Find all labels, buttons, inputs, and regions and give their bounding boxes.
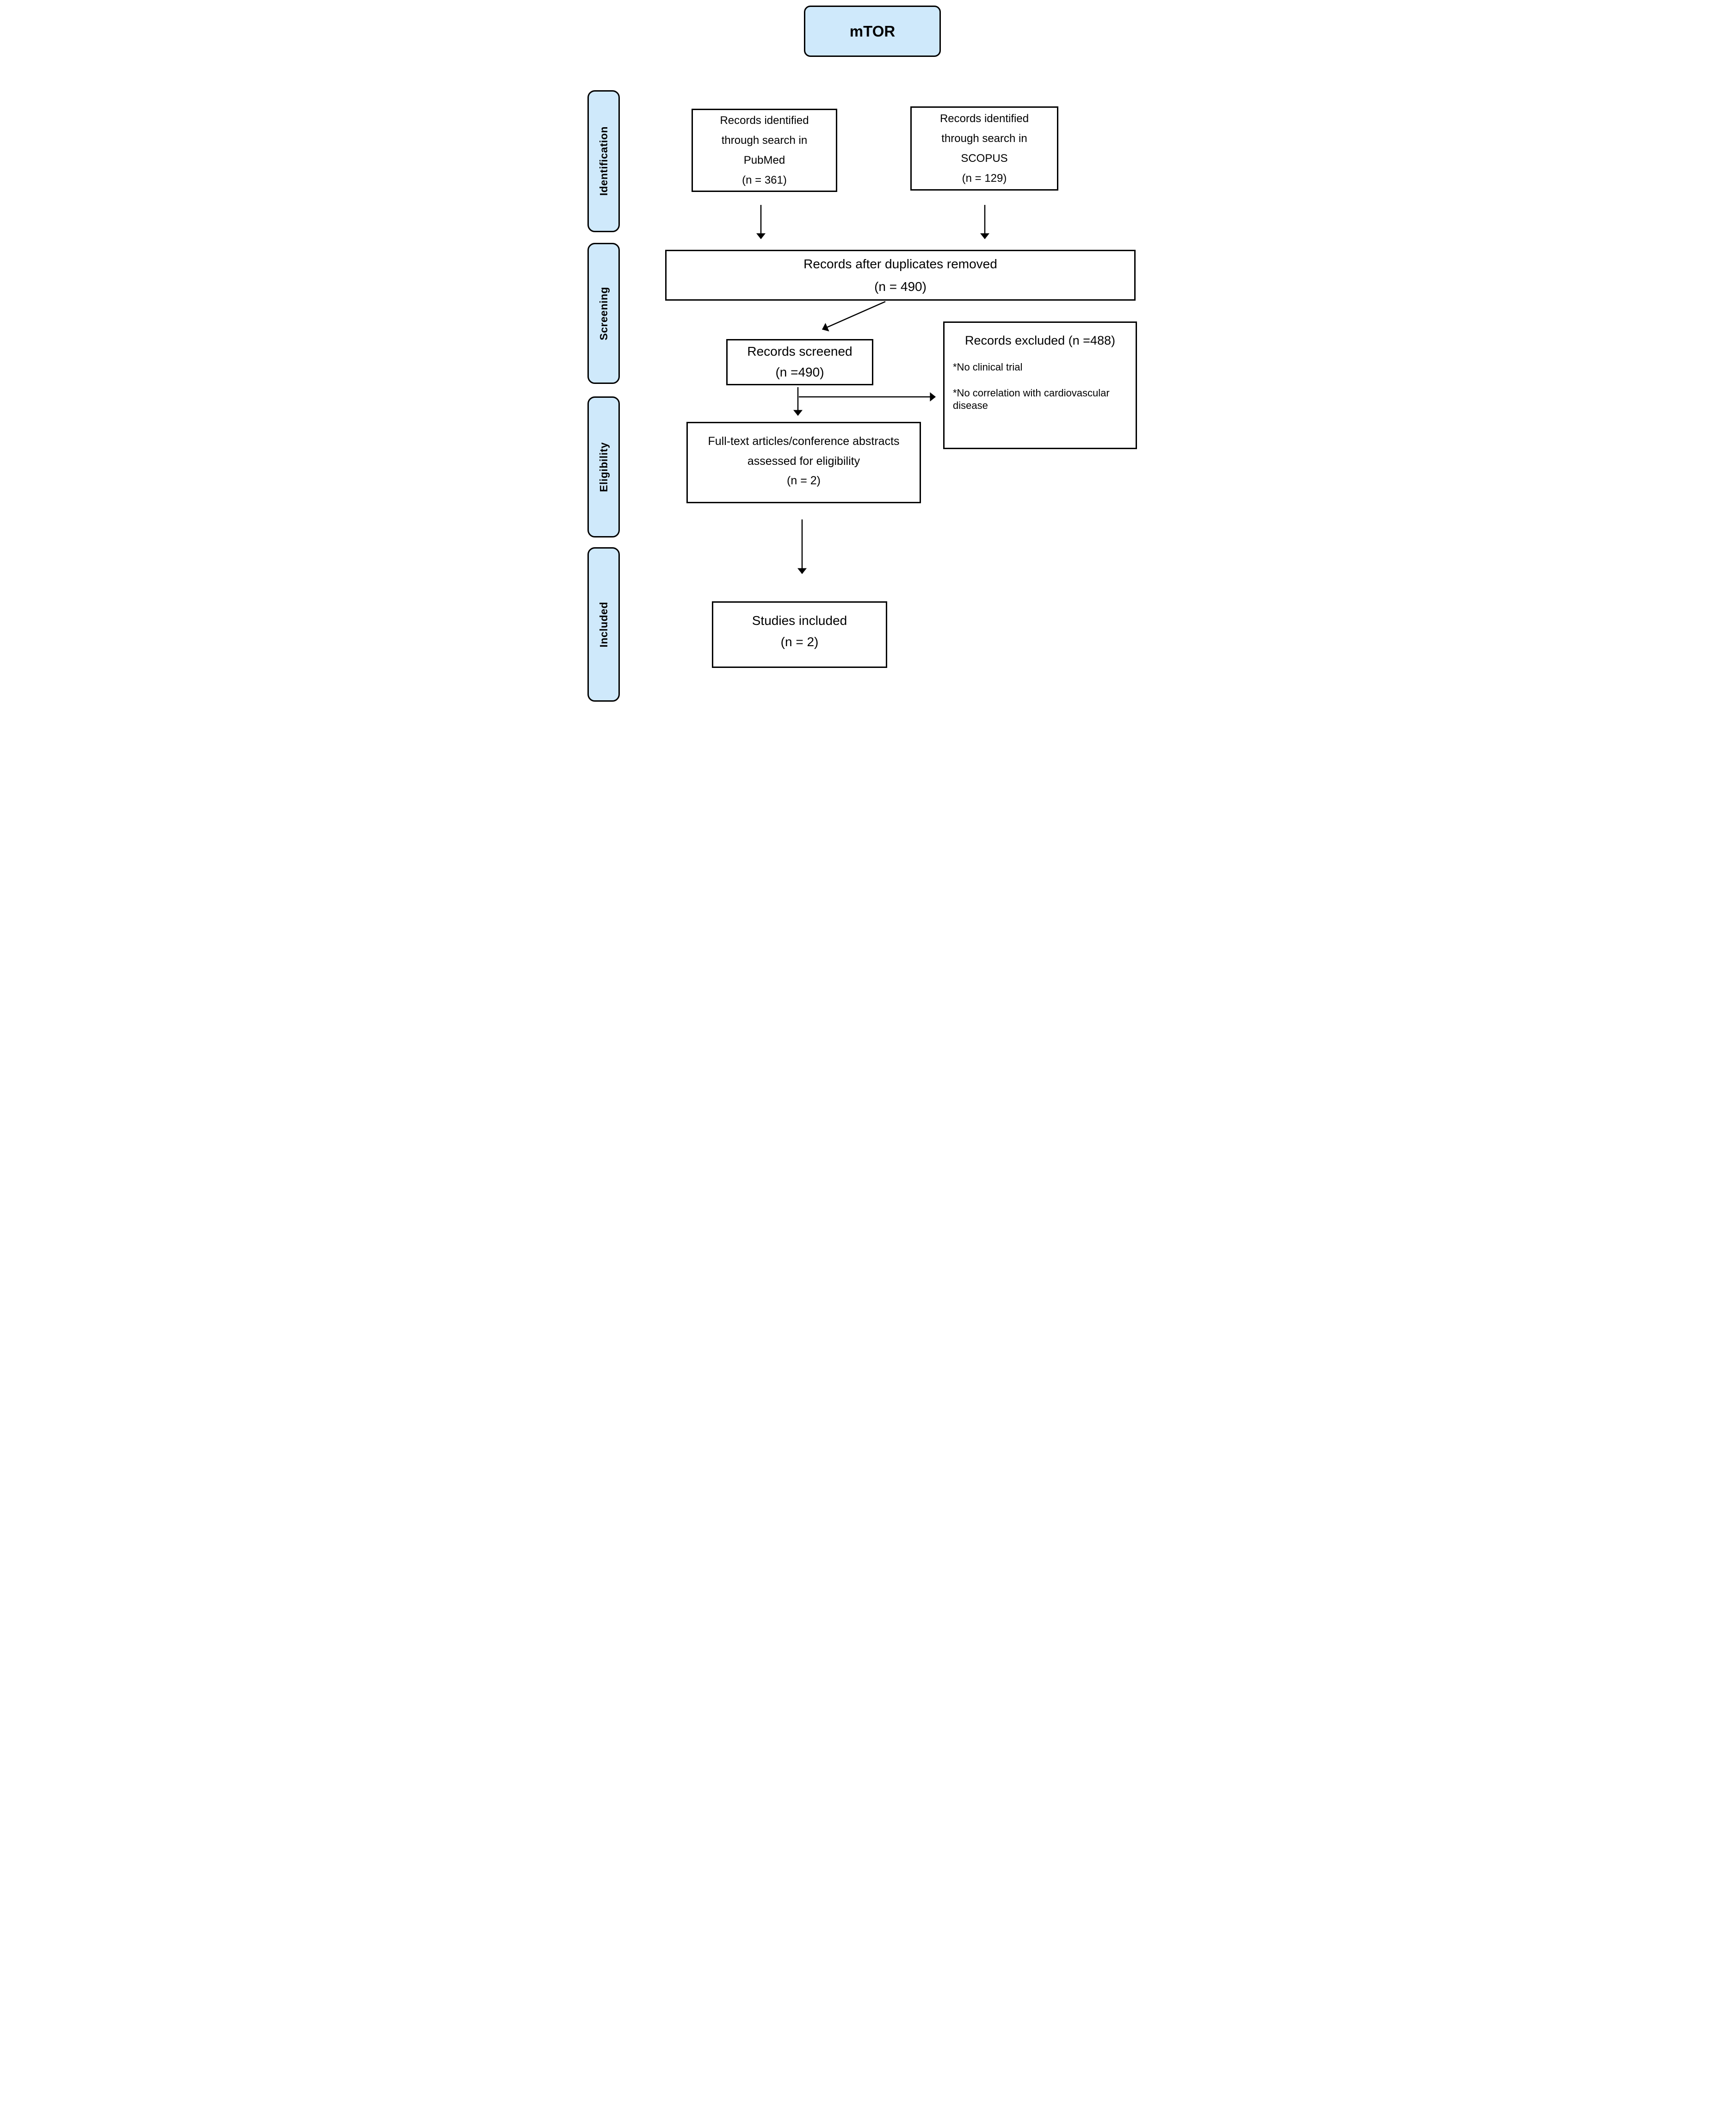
box-text: Records identified through search in Pub… [720,114,809,167]
flow-arrows [756,205,989,574]
box-count: (n = 490) [874,279,927,294]
stage-label-text: Screening [597,286,610,340]
box-text: Full-text articles/conference abstracts … [708,435,900,468]
diagram-title: mTOR [849,22,896,40]
excluded-reason-2: *No correlation with cardiovascular dise… [953,387,1110,412]
box-count: (n = 129) [962,172,1007,185]
box-count: (n = 361) [742,174,787,187]
box-text: Records identified through search in SCO… [939,112,1029,165]
box-text: Studies included [752,613,847,628]
stage-label-included: Included [587,547,620,702]
box-count: (n =490) [775,365,824,379]
excluded-title: Records excluded (n =488) [965,333,1115,347]
arrow-duplicates-to-screened [822,301,886,332]
title-box: mTOR [804,6,941,57]
box-text: Records screened [747,344,853,359]
box-records-identified-scopus: Records identified through search in SCO… [910,106,1058,191]
stage-label-text: Eligibility [597,442,610,492]
box-fulltext-assessed: Full-text articles/conference abstracts … [686,422,921,503]
stage-label-screening: Screening [587,243,620,384]
box-studies-included: Studies included (n = 2) [712,601,887,668]
box-records-excluded: Records excluded (n =488) *No clinical t… [943,321,1137,449]
stage-label-text: Included [597,601,610,648]
box-count: (n = 2) [787,474,821,487]
box-records-screened: Records screened (n =490) [726,339,873,385]
stage-label-eligibility: Eligibility [587,396,620,537]
box-count: (n = 2) [780,635,819,649]
box-text: Records after duplicates removed [803,257,997,271]
box-records-after-duplicates-removed: Records after duplicates removed (n = 49… [665,250,1136,301]
stage-label-identification: Identification [587,90,620,232]
prisma-flow-diagram: mTOR Identification Screening Eligibilit… [579,0,1157,704]
box-records-identified-pubmed: Records identified through search in Pub… [692,109,837,192]
stage-label-text: Identification [597,126,610,196]
excluded-reason-1: *No clinical trial [953,361,1023,373]
